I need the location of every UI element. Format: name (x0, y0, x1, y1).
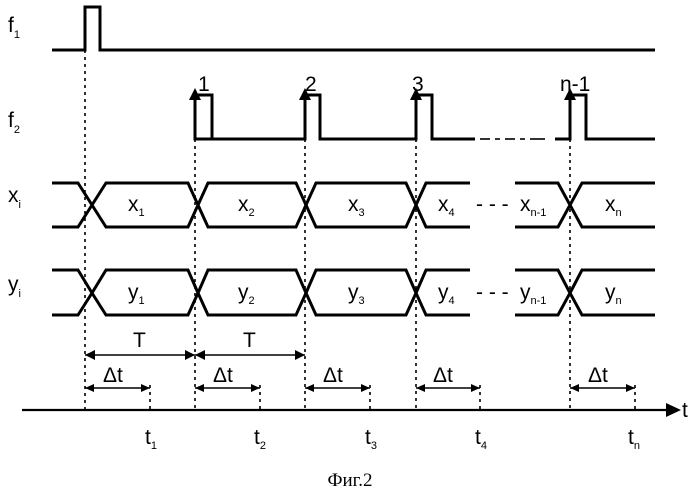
delta-arrowhead (570, 384, 579, 392)
t-tick-label: tn (628, 426, 640, 452)
pulse-label: 2 (305, 73, 317, 96)
x-bus-seg2 (198, 183, 306, 227)
y-cell-label: yn (605, 281, 622, 307)
delta-label: Δt (103, 364, 123, 387)
period-arrowhead (85, 350, 95, 360)
y-label: yi (8, 273, 21, 300)
period-arrowhead (185, 350, 195, 360)
delta-arrowhead (195, 384, 204, 392)
delta-arrowhead (361, 384, 370, 392)
pulse-label: 1 (198, 73, 210, 96)
t-tick-label: t4 (475, 426, 487, 452)
time-axis-arrowhead (666, 403, 681, 417)
y-cell-label: y3 (348, 281, 365, 307)
pulse-label: 3 (412, 73, 424, 96)
delta-label: Δt (323, 364, 343, 387)
f2-waveform-part1 (195, 95, 475, 139)
f1-label: f1 (8, 14, 20, 41)
x-cell-label: x1 (128, 193, 145, 219)
y-cell-label: yn-1 (520, 281, 546, 307)
y-cell-label: y2 (238, 281, 255, 307)
delta-arrowhead (141, 384, 150, 392)
y-bus-seg2 (198, 270, 306, 315)
delta-arrowhead (251, 384, 260, 392)
y-cell-label: y1 (128, 281, 145, 307)
x-bus-seg1 (52, 183, 198, 227)
delta-arrowhead (416, 384, 425, 392)
x-bus-seg5 (515, 183, 655, 227)
x-cell-label: xn (605, 193, 622, 219)
delta-arrowhead (626, 384, 635, 392)
x-cell-label: x3 (348, 193, 365, 219)
x-cell-label: x2 (238, 193, 255, 219)
y-bus-seg3 (306, 270, 416, 315)
x-label: xi (8, 184, 21, 211)
delta-label: Δt (588, 364, 608, 387)
t-tick-label: t3 (365, 426, 377, 452)
delta-label: Δt (213, 364, 233, 387)
t-tick-label: t1 (145, 426, 157, 452)
x-cell-label: xn-1 (520, 193, 546, 219)
f2-waveform-part2 (555, 95, 655, 139)
x-ellipsis: - - - (476, 193, 509, 216)
delta-arrowhead (471, 384, 480, 392)
time-axis-label: t (682, 399, 688, 422)
y-cell-label: y4 (438, 281, 455, 307)
period-arrowhead (295, 350, 305, 360)
f2-label: f2 (8, 109, 20, 136)
x-bus-seg3 (306, 183, 416, 227)
y-ellipsis: - - - (476, 281, 509, 304)
period-label: T (133, 329, 146, 352)
delta-arrowhead (305, 384, 314, 392)
x-cell-label: x4 (438, 193, 455, 219)
period-label: T (243, 329, 256, 352)
y-bus-seg1 (52, 270, 198, 315)
f1-waveform (52, 7, 655, 50)
y-bus-seg5 (515, 270, 655, 315)
period-arrowhead (195, 350, 205, 360)
pulse-label: n-1 (560, 73, 590, 96)
delta-arrowhead (85, 384, 94, 392)
t-tick-label: t2 (254, 426, 266, 452)
delta-label: Δt (433, 364, 453, 387)
figure-caption: Фиг.2 (327, 470, 372, 491)
